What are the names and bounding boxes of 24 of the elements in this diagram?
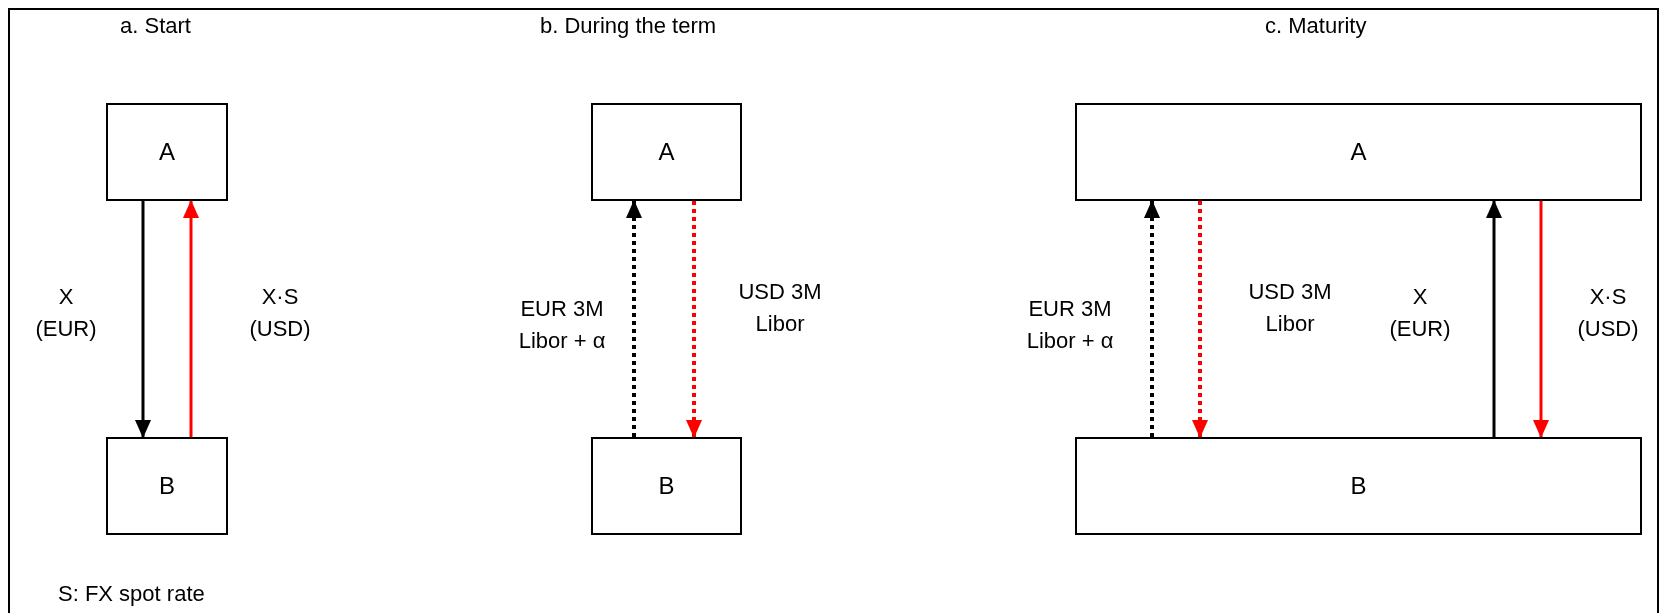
party-box	[591, 103, 742, 201]
party-box	[106, 103, 228, 201]
arrow	[1486, 200, 1502, 437]
arrow	[626, 200, 642, 437]
party-name: B	[658, 471, 675, 501]
party-box	[591, 437, 742, 535]
party-name: A	[159, 137, 175, 167]
panel-title: c. Maturity	[1265, 12, 1367, 40]
arrow	[1144, 200, 1160, 437]
arrow	[1533, 201, 1549, 438]
arrow	[135, 201, 151, 438]
party-box	[1075, 103, 1642, 201]
party-name: A	[1350, 137, 1367, 167]
arrow	[686, 201, 702, 438]
footnote: S: FX spot rate	[58, 580, 205, 608]
party-box	[106, 437, 228, 535]
arrow	[1192, 201, 1208, 438]
party-name: A	[658, 137, 675, 167]
party-name: B	[1350, 471, 1367, 501]
panel-title: a. Start	[120, 12, 191, 40]
party-box	[1075, 437, 1642, 535]
party-name: B	[159, 471, 175, 501]
arrow	[183, 200, 199, 437]
panel-title: b. During the term	[540, 12, 717, 40]
